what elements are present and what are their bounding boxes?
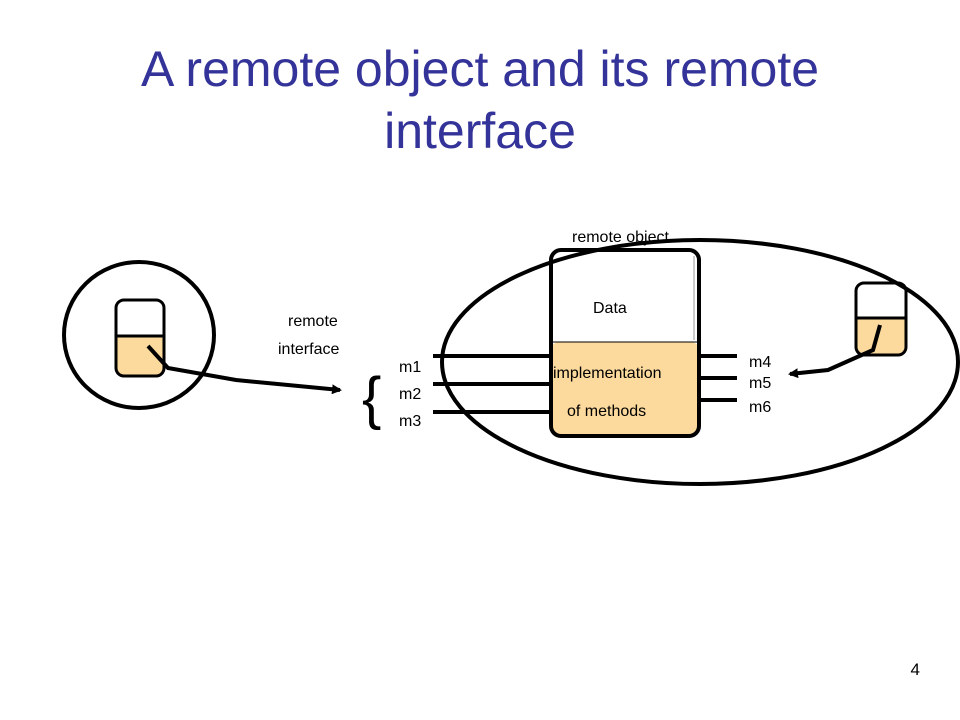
client-object [114, 298, 166, 378]
remote-object-label: remote object [572, 229, 669, 246]
method-label-m2: m2 [399, 386, 421, 403]
server-process-ellipse [440, 238, 960, 486]
method-label-m1: m1 [399, 359, 421, 376]
slide-title-line-2: interface [384, 103, 576, 159]
local-invocation-arrow [788, 324, 882, 379]
page-number: 4 [910, 660, 920, 679]
interface-brace: { [362, 366, 381, 431]
remote-interface-label-line-1: remote [288, 313, 338, 330]
of-methods-label: of methods [567, 403, 646, 420]
remote-interface-label-line-2: interface [278, 341, 339, 358]
data-label: Data [593, 300, 627, 317]
slide-title: A remote object and its remote interface [0, 38, 960, 162]
slide-title-line-1: A remote object and its remote [140, 41, 820, 97]
local-object-right [854, 281, 908, 357]
client-invocation-arrow [146, 344, 342, 395]
method-label-m5: m5 [749, 375, 771, 392]
method-label-m3: m3 [399, 413, 421, 430]
method-label-m6: m6 [749, 399, 771, 416]
implementation-label: implementation [553, 365, 662, 382]
method-label-m4: m4 [749, 354, 771, 371]
remote-object-box [549, 248, 701, 438]
client-process-ellipse [62, 260, 216, 410]
